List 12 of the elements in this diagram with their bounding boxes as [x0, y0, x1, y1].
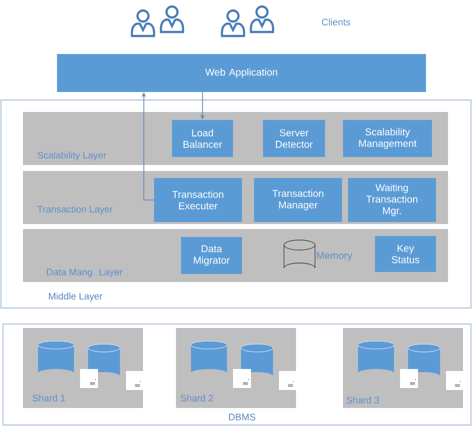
- component-box: Server Detector: [263, 120, 325, 157]
- web-application-bar: Web Application: [57, 54, 426, 92]
- component-box: Data Migrator: [181, 237, 242, 274]
- component-box: Transaction Manager: [254, 178, 342, 222]
- component-box: Transaction Executer: [154, 178, 242, 222]
- label: Clients: [322, 18, 350, 26]
- component-box: Waiting Transaction Mgr.: [348, 178, 436, 222]
- cylinder: [284, 240, 316, 268]
- component-box: Load Balancer: [172, 120, 233, 157]
- node-caption: Memory: [317, 252, 352, 261]
- component-box: Key Status: [375, 236, 436, 272]
- component-box: Scalability Management: [343, 120, 432, 157]
